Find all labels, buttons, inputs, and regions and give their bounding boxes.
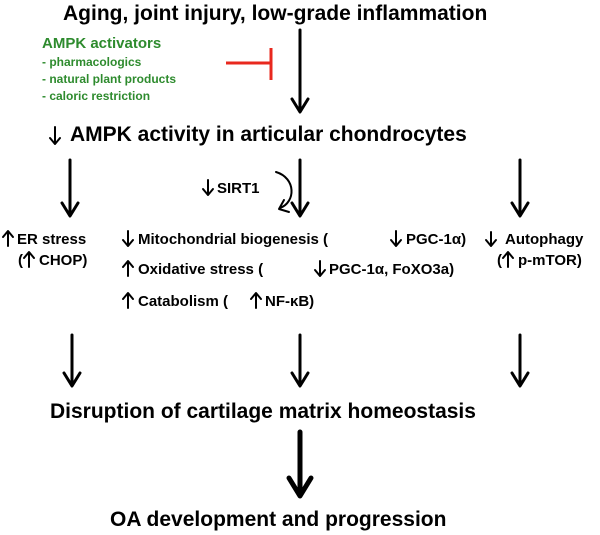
oxidative-pgc1a-foxo3a-label: PGC-1α, FoXO3a) xyxy=(329,261,455,278)
arrow-er-to-disruption xyxy=(62,333,82,388)
down-arrow-icon-oxidative xyxy=(314,260,326,277)
arrow-top-to-ampk xyxy=(290,28,310,114)
down-arrow-icon-ampk xyxy=(49,126,61,145)
activators-title: AMPK activators xyxy=(42,35,162,52)
arrow-autophagy-to-disruption xyxy=(510,333,530,388)
sirt1-curved-arrow xyxy=(275,171,293,213)
chop-open-paren: ( xyxy=(18,252,23,269)
arrow-ampk-to-er-stress xyxy=(60,158,80,218)
catabolism-label: Catabolism ( xyxy=(138,293,229,310)
up-arrow-icon-er-stress xyxy=(2,230,14,247)
down-arrow-icon-autophagy xyxy=(485,231,497,247)
autophagy-label: Autophagy xyxy=(505,231,584,248)
chop-label: CHOP) xyxy=(39,252,88,269)
nfkb-label: NF-κB) xyxy=(265,293,315,310)
arrow-mito-to-disruption xyxy=(290,333,310,388)
sirt1-label: SIRT1 xyxy=(217,180,260,197)
inhibition-symbol xyxy=(226,48,273,80)
activator-item-pharmacologics: - pharmacologics xyxy=(42,55,142,69)
pmtor-open-paren: ( xyxy=(497,252,502,269)
disruption-label: Disruption of cartilage matrix homeostas… xyxy=(50,400,476,423)
down-arrow-icon-mito xyxy=(122,230,134,247)
up-arrow-icon-oxidative xyxy=(122,260,134,277)
arrow-ampk-to-mito xyxy=(290,158,310,218)
ampk-activity-label: AMPK activity in articular chondrocytes xyxy=(70,123,467,146)
top-cause-label: Aging, joint injury, low-grade inflammat… xyxy=(63,2,488,25)
up-arrow-icon-nfkb xyxy=(250,292,262,309)
pmtor-label: p-mTOR) xyxy=(518,252,582,269)
activator-item-caloric-restriction: - caloric restriction xyxy=(42,89,151,103)
up-arrow-icon-pmtor xyxy=(502,251,514,268)
activator-item-plant-products: - natural plant products xyxy=(42,72,177,86)
er-stress-label: ER stress xyxy=(17,231,87,248)
mito-pgc1a-label: PGC-1α) xyxy=(406,231,467,248)
arrow-disruption-to-oa xyxy=(286,429,314,499)
mito-biogenesis-label: Mitochondrial biogenesis ( xyxy=(138,231,329,248)
arrow-ampk-to-autophagy xyxy=(510,158,530,218)
up-arrow-icon-chop xyxy=(23,251,35,268)
down-arrow-icon-pgc1a xyxy=(390,230,402,247)
down-arrow-icon-sirt1 xyxy=(202,179,214,196)
oa-outcome-label: OA development and progression xyxy=(110,508,447,531)
oxidative-stress-label: Oxidative stress ( xyxy=(138,261,264,278)
up-arrow-icon-catabolism xyxy=(122,292,134,309)
